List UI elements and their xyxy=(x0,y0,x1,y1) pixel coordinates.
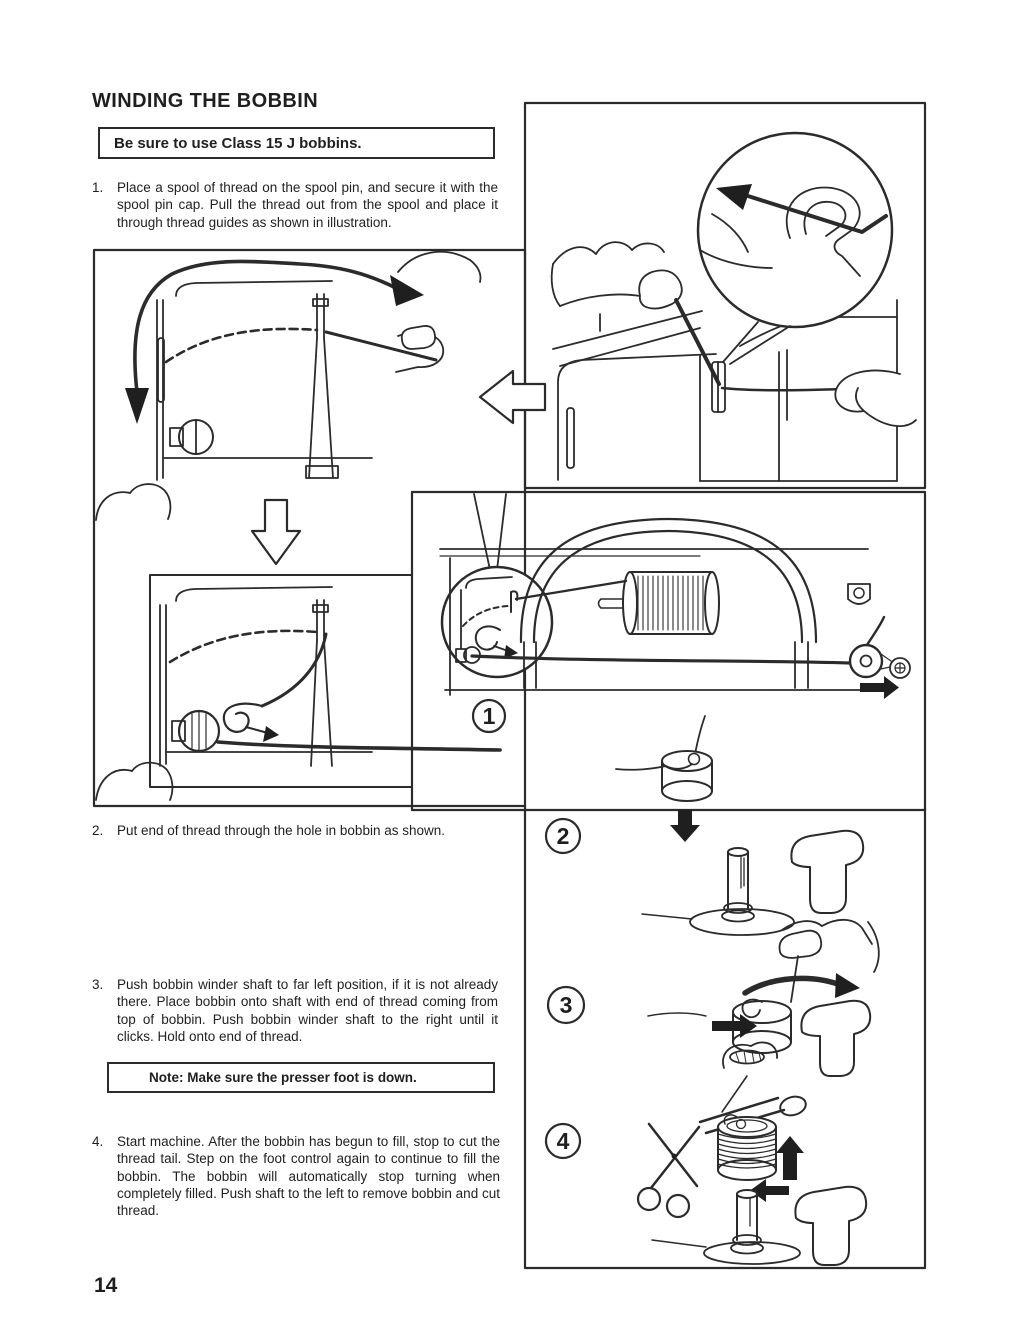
step-2-diagram xyxy=(544,715,865,936)
page-title: WINDING THE BOBBIN xyxy=(92,90,319,112)
figure-2-label: 2 xyxy=(557,823,570,849)
step-3-text: Push bobbin winder shaft to far left pos… xyxy=(117,977,498,1044)
spool xyxy=(622,571,638,635)
step-1: 1. Place a spool of thread on the spool … xyxy=(92,179,498,231)
tension-disc xyxy=(178,419,214,455)
bobbin xyxy=(661,750,713,772)
winder-stop-lever xyxy=(790,829,865,914)
bobbin-class-note: Be sure to use Class 15 J bobbins. xyxy=(114,134,362,152)
full-bobbin xyxy=(717,1159,777,1181)
guide-hook xyxy=(785,186,861,277)
winder-stop-lever xyxy=(800,999,872,1077)
push-right-arrow xyxy=(712,1014,757,1038)
hollow-left-arrow xyxy=(478,369,547,425)
plate-icon xyxy=(847,583,871,605)
carry-handle xyxy=(519,517,818,644)
winder-stop-lever xyxy=(794,1185,868,1266)
hand xyxy=(781,920,823,931)
step-4: 4. Start machine. After the bobbin has b… xyxy=(92,1133,500,1219)
top-right-illustration-box xyxy=(523,101,927,490)
thumb xyxy=(834,369,917,427)
finger xyxy=(95,491,131,521)
step-1-number: 1. xyxy=(92,180,104,195)
dashed-thread xyxy=(168,629,319,664)
figure-4-label: 4 xyxy=(557,1128,570,1154)
small-arrow xyxy=(263,726,279,742)
middle-illustration-box xyxy=(410,490,927,812)
step-2-text: Put end of thread through the hole in bo… xyxy=(117,823,445,838)
step-4-number: 4. xyxy=(92,1134,104,1149)
presser-foot-note-box: Note: Make sure the presser foot is down… xyxy=(107,1062,495,1093)
figure-3-label: 3 xyxy=(560,992,573,1018)
step-1-text: Place a spool of thread on the spool pin… xyxy=(117,180,498,230)
thread-line xyxy=(514,579,628,601)
step-4-text: Start machine. After the bobbin has begu… xyxy=(117,1134,500,1219)
magnifier-circle xyxy=(440,565,554,679)
bobbin-tension-detail-diagram xyxy=(95,586,502,801)
finger xyxy=(722,1043,752,1069)
bobbin-winding-overview-diagram xyxy=(439,493,911,734)
thread-line xyxy=(216,740,502,752)
step-3: 3. Push bobbin winder shaft to far left … xyxy=(92,976,498,1045)
thread-guide-slot xyxy=(711,361,726,413)
step-2-number: 2. xyxy=(92,823,104,838)
right-arrow xyxy=(390,275,424,306)
thread-guide-diagram xyxy=(550,131,917,482)
thread-path-diagram xyxy=(95,250,482,521)
hollow-down-arrow xyxy=(250,498,302,566)
thread-curl xyxy=(222,702,264,733)
figure-1-badge xyxy=(471,698,507,734)
step-3-number: 3. xyxy=(92,977,104,992)
bobbin-hole xyxy=(687,752,701,766)
dashed-thread xyxy=(164,327,319,364)
left-illustration-box xyxy=(92,248,527,808)
step-3-diagram xyxy=(546,918,880,1077)
right-arrow xyxy=(860,676,899,699)
thread-line xyxy=(133,259,398,394)
thread-line xyxy=(674,298,721,386)
down-arrow xyxy=(125,388,149,424)
figure-1-label: 1 xyxy=(483,703,496,729)
hand xyxy=(552,246,597,265)
finger xyxy=(95,769,133,801)
tension-disc xyxy=(177,709,221,753)
step-2: 2. Put end of thread through the hole in… xyxy=(92,822,512,839)
winder-screw xyxy=(889,657,911,679)
rotation-arrow xyxy=(742,975,846,996)
presser-foot-note: Note: Make sure the presser foot is down… xyxy=(149,1070,417,1085)
bobbin-class-note-box: Be sure to use Class 15 J bobbins. xyxy=(98,127,495,159)
up-arrow xyxy=(776,1136,804,1180)
push-left-arrow xyxy=(750,1179,789,1202)
cutting-scissors xyxy=(698,1096,780,1124)
scissors xyxy=(647,1122,699,1188)
hand xyxy=(397,250,471,273)
spool-pin xyxy=(597,598,624,609)
figure-3-badge xyxy=(546,985,586,1025)
magnifier-circle xyxy=(696,131,894,329)
page-number: 14 xyxy=(94,1274,118,1297)
bobbin-winder-spindle xyxy=(848,643,884,679)
figure-2-badge xyxy=(544,817,582,855)
bobbin xyxy=(732,1000,792,1024)
winder-shaft xyxy=(736,1193,758,1241)
figure-4-badge xyxy=(544,1122,582,1160)
step-4-diagram xyxy=(544,1075,868,1266)
inner-detail-box xyxy=(149,574,413,788)
down-arrow xyxy=(670,810,700,842)
winder-shaft xyxy=(727,851,749,909)
bottom-right-illustration-box xyxy=(523,804,927,1270)
arrow-up-left xyxy=(716,184,752,210)
